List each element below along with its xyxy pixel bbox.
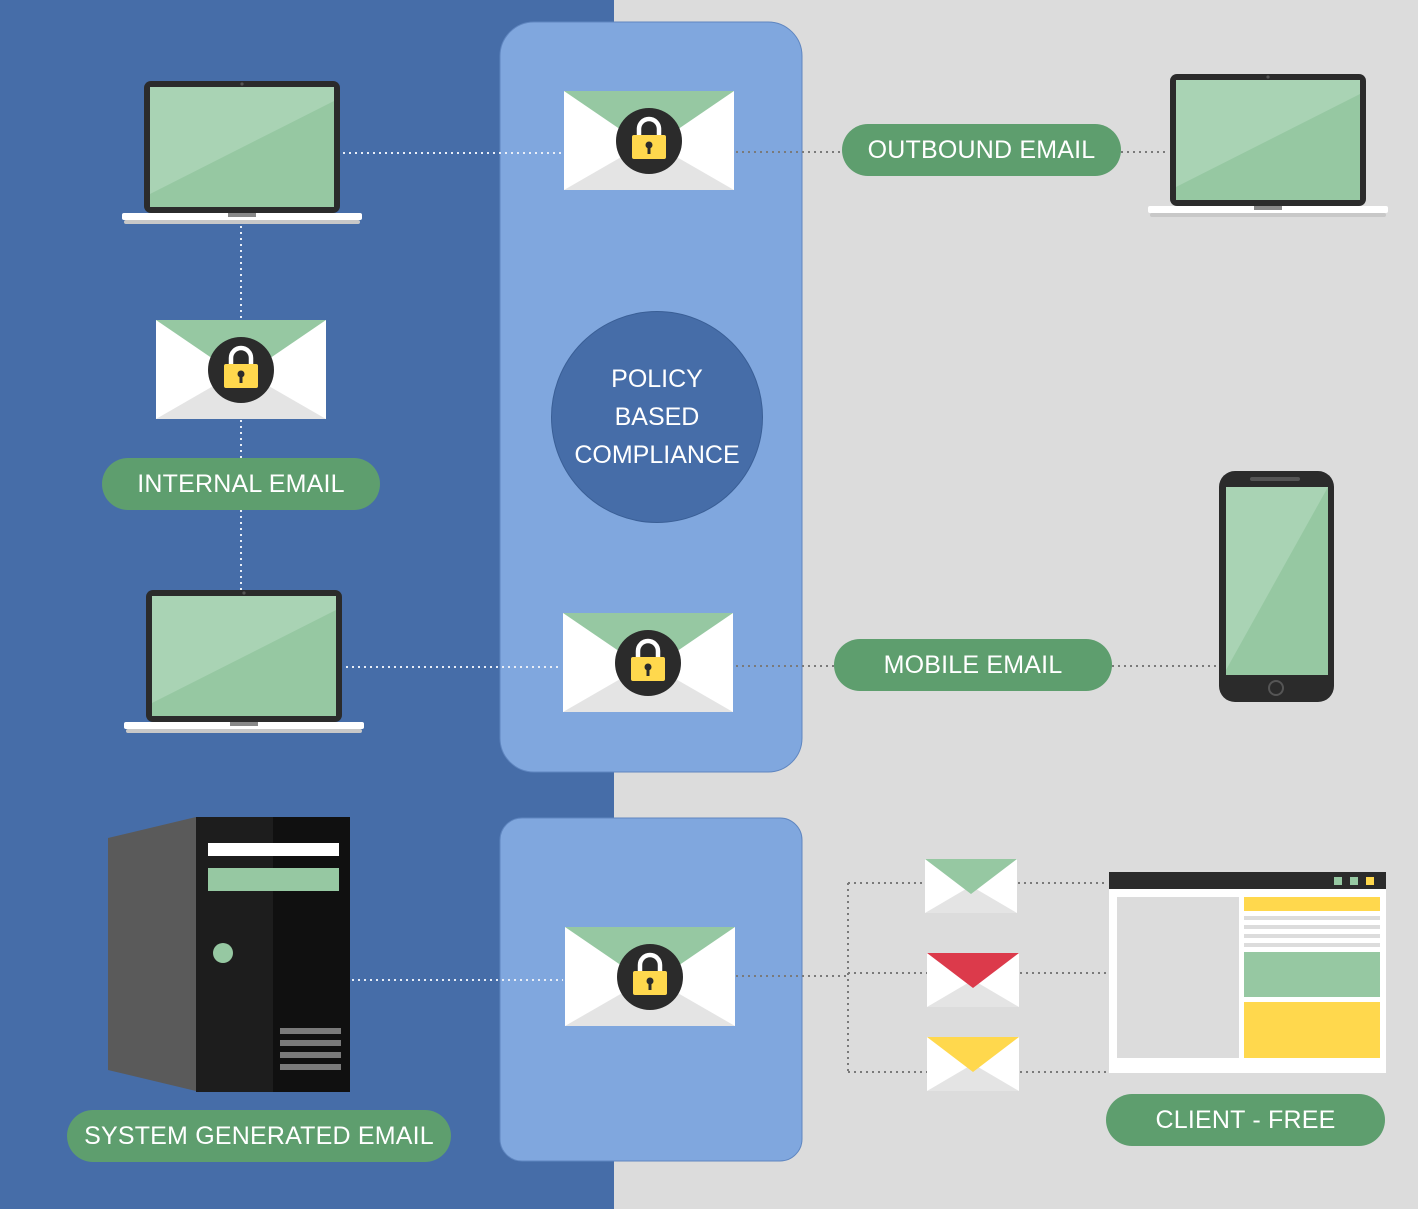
locked-envelope-icon-outbound	[564, 91, 734, 190]
policy-line-2: BASED	[614, 403, 700, 431]
mobile-email-label: MOBILE EMAIL	[834, 639, 1112, 691]
smartphone-icon	[1219, 471, 1334, 702]
policy-line-1: POLICY	[611, 365, 703, 393]
policy-line-3: COMPLIANCE	[574, 441, 740, 469]
internal-email-label: INTERNAL EMAIL	[102, 458, 380, 510]
locked-envelope-icon-system	[565, 927, 735, 1026]
envelope-icon-green	[925, 859, 1017, 913]
laptop-icon-outbound-recipient	[1148, 74, 1388, 217]
server-tower-icon	[108, 817, 350, 1092]
policy-based-compliance-circle: POLICY BASED COMPLIANCE	[551, 311, 763, 523]
system-generated-email-label: SYSTEM GENERATED EMAIL	[67, 1110, 451, 1162]
locked-envelope-icon-mobile	[563, 613, 733, 712]
laptop-icon-internal-recipient	[124, 590, 364, 733]
client-free-label: CLIENT - FREE	[1106, 1094, 1385, 1146]
envelope-icon-yellow	[927, 1037, 1019, 1091]
laptop-icon-sender	[122, 81, 362, 224]
locked-envelope-icon-internal	[156, 320, 326, 419]
browser-window-icon	[1109, 872, 1386, 1073]
envelope-icon-red	[927, 953, 1019, 1007]
outbound-email-label: OUTBOUND EMAIL	[842, 124, 1121, 176]
